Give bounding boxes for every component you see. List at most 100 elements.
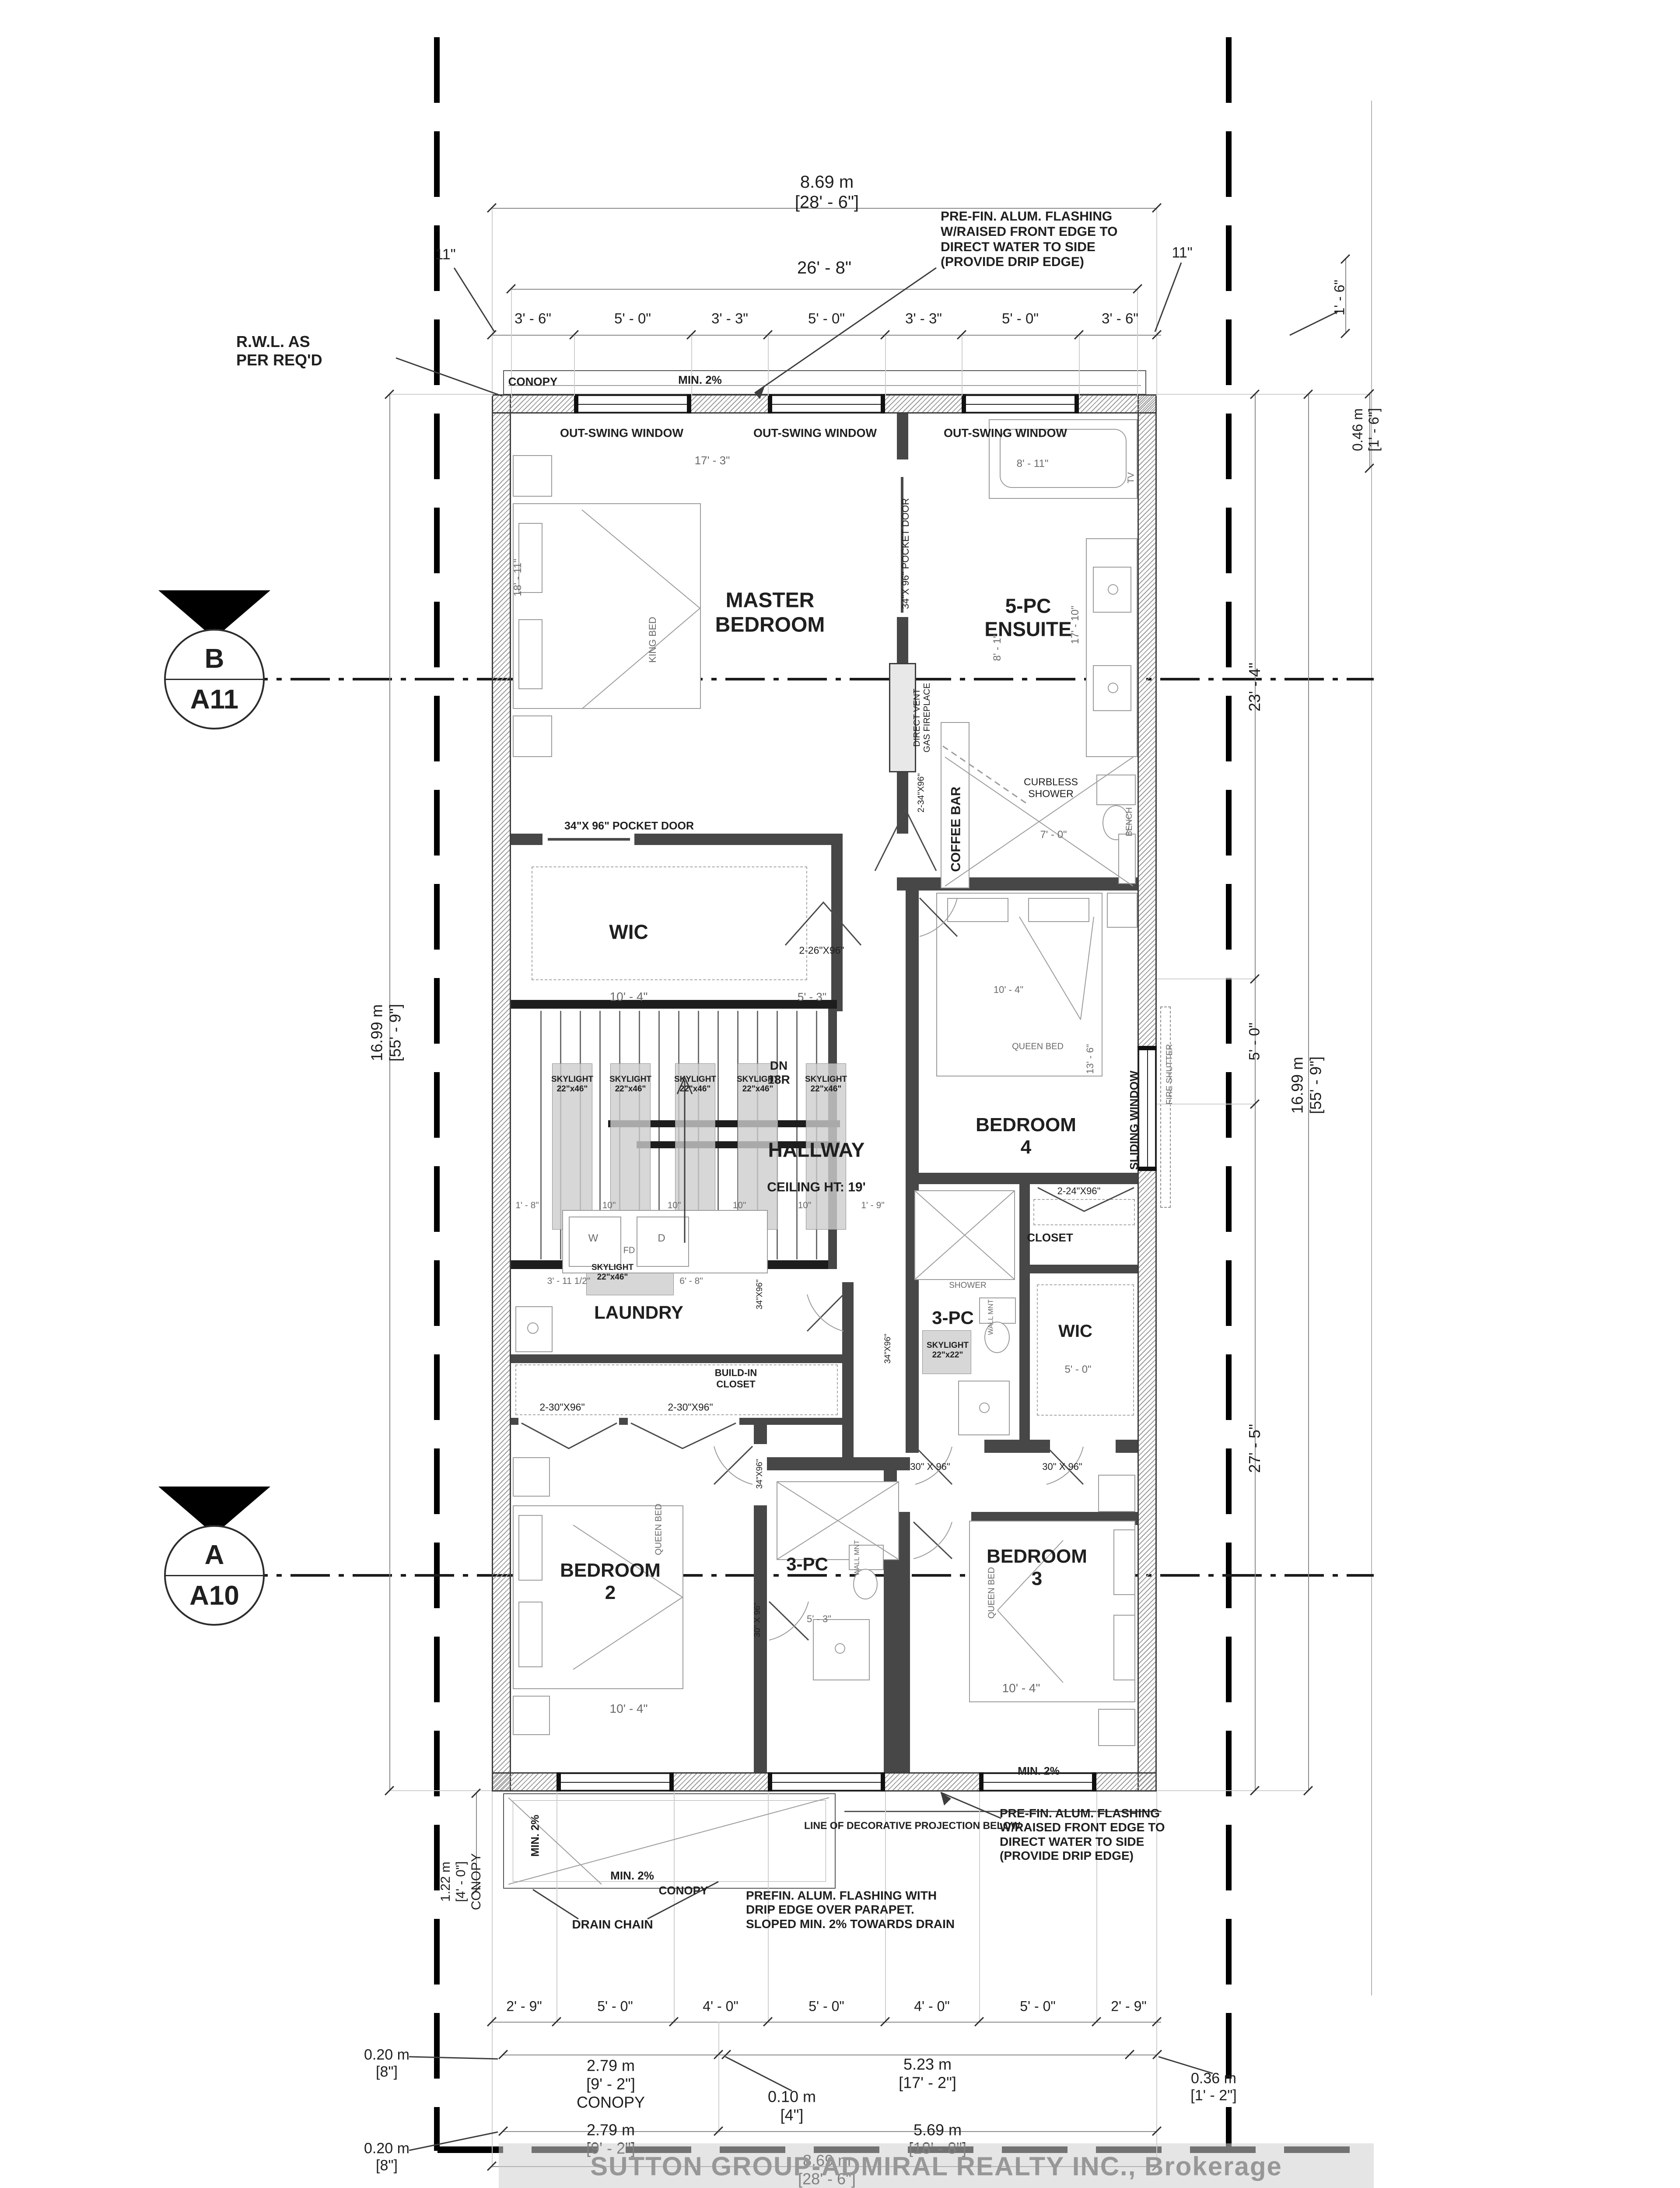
plan-label: 11" [435,246,456,263]
guide [1156,208,1157,396]
plan-label: SHOWER [949,1280,987,1290]
guide [979,1792,980,2022]
plan-label: TV [1126,472,1136,484]
toilet-bowl [984,1322,1010,1353]
dim-tick [880,2017,890,2027]
plan-label: WIC [1058,1321,1092,1341]
dim-tick [669,2017,679,2027]
dim-tick [1074,330,1084,340]
plan-label: 5.23 m [17' - 2"] [899,2055,956,2091]
plan-label: 23' - 4" [1246,663,1264,712]
window-bottom-3 [979,1772,1096,1792]
dim-tick [1125,2050,1134,2059]
guide [389,394,492,395]
plan-label: 1' - 8" [515,1200,539,1210]
plan-label: SKYLIGHT 22"x46" [591,1262,634,1282]
dim-tick [487,203,497,213]
dim-line [492,208,1157,209]
plan-label: DIRECT VENT GAS FIREPLACE [912,683,932,753]
plan-label: 5' - 3" [806,1613,832,1625]
plan-label: QUEEN BED [987,1567,997,1619]
plan-label: BEDROOM 3 [987,1545,1087,1589]
dim-line [476,1793,477,1890]
plan-label: 10' - 4" [993,984,1024,996]
queen-bed-4 [936,893,1102,1076]
wic2-shelving [1037,1284,1134,1416]
dim-line [1255,394,1256,1791]
pillow [1028,898,1089,922]
dim-tick [1133,284,1142,294]
plan-label: D [658,1232,665,1245]
coffee-bar-counter [941,722,970,888]
dim-tick [1152,203,1162,213]
closet-rod [1033,1199,1135,1225]
dim-tick [552,2017,561,2027]
dryer [637,1217,689,1267]
plan-label: 27' - 5" [1246,1424,1264,1473]
dim-tick [721,2050,731,2059]
dim-tick [1092,2017,1101,2027]
guide [511,289,512,396]
window-top-1 [574,394,691,414]
faucet [1108,584,1118,595]
dim-tick [714,2126,723,2136]
dim-tick [880,330,890,340]
plan-label: 17' - 3" [694,453,730,467]
wall-ensuite-south [897,877,1138,891]
brokerage-watermark: SUTTON GROUP-ADMIRAL REALTY INC., Broker… [499,2143,1374,2188]
top-canopy-line [508,385,1141,386]
plan-label: PREFIN. ALUM. FLASHING WITH DRIP EDGE OV… [746,1889,955,1931]
plan-label: 5' - 0" [614,310,651,326]
guide [1156,1792,1157,2168]
pillow [947,898,1008,922]
plan-label: COFFEE BAR [948,786,963,872]
plan-label: 3' - 6" [514,310,552,326]
wall-laundry-east [842,1282,854,1457]
plan-label: 10' - 4" [1002,1681,1040,1695]
wall-bath2-closet-div [1019,1184,1030,1453]
dim-tick [498,2126,508,2136]
plan-label: 3' - 3" [905,310,942,326]
plan-label: PRE-FIN. ALUM. FLASHING W/RAISED FRONT E… [1000,1806,1165,1863]
dim-tick [1303,1786,1313,1795]
dim-tick [487,2017,497,2027]
plan-label: LINE OF DECORATIVE PROJECTION BELOW [804,1820,1021,1831]
plan-label: 3-PC [932,1307,974,1328]
guide [389,1790,492,1791]
dim-tick [957,330,966,340]
build-in-closet [515,1364,838,1415]
plan-label: DN 18R [767,1059,790,1087]
plan-label: 10' - 4" [609,989,648,1003]
plan-label: 11" [1172,244,1193,261]
plan-label: 18' - 11" [512,558,524,597]
plan-label: 2-24"X96" [1057,1185,1101,1197]
dim-tick [487,2161,497,2171]
plan-label: CONOPY [658,1883,708,1897]
plan-label: SKYLIGHT 22"x46" [674,1074,717,1094]
plan-label: 5' - 0" [808,1998,844,2014]
plan-label: MIN. 2% [529,1815,542,1857]
section-letter: A [204,1539,224,1570]
nightstand [513,1696,550,1735]
door-gap-wic2 [1050,1440,1116,1453]
plan-label: 1.22 m [4' - 0"] CONOPY [438,1853,483,1911]
dim-tick [506,284,516,294]
door-gap-bedroom2 [754,1444,767,1505]
wall-stair-top [511,1000,837,1009]
dim-line [389,394,390,1791]
wall-bedroom3-west [897,1512,910,1772]
guide [492,1792,493,2168]
plan-label: 26' - 8" [797,258,852,277]
door-gap-bedroom3 [910,1512,971,1525]
bottom-canopy [503,1793,836,1889]
plan-label: 7' - 0" [1040,829,1067,841]
nightstand [513,1457,550,1497]
plan-label: 5' - 0" [1246,1022,1263,1061]
plan-label: 2' - 9" [506,1998,542,2014]
plan-label: KING BED [647,617,658,663]
plan-label: 10" [667,1200,681,1210]
guide [768,335,769,396]
